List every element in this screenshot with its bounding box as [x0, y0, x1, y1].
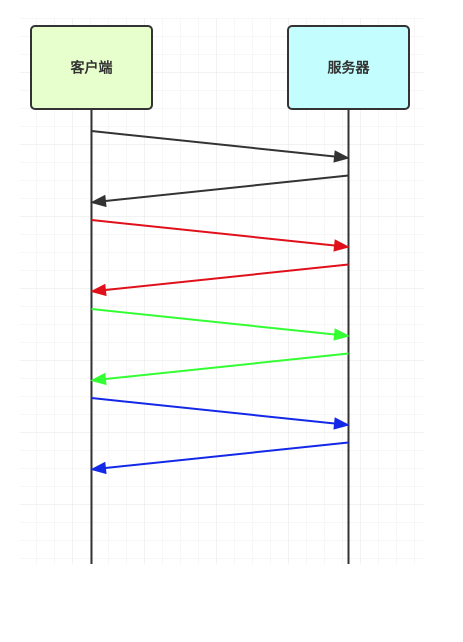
arrowhead-icon [90, 283, 107, 297]
arrowhead-icon [90, 461, 107, 475]
message-line [105, 441, 349, 470]
participant-server[interactable]: 服务器 [287, 25, 410, 110]
message-arrow [91, 308, 350, 341]
arrowhead-icon [333, 150, 350, 163]
message-line [105, 263, 349, 292]
message-arrow [90, 352, 349, 386]
message-arrow [90, 441, 349, 475]
message-arrow [91, 130, 350, 163]
message-line [91, 308, 335, 336]
message-line [91, 219, 335, 247]
message-arrow [91, 219, 350, 252]
participant-server-label: 服务器 [328, 60, 371, 77]
message-line [105, 352, 349, 381]
arrowhead-icon [333, 328, 350, 341]
participant-client[interactable]: 客户端 [30, 25, 153, 110]
arrowhead-icon [333, 417, 350, 430]
message-arrow [90, 174, 349, 208]
participant-client-box[interactable] [30, 25, 153, 110]
arrowhead-icon [90, 194, 107, 208]
message-line [91, 397, 335, 425]
arrowhead-icon [333, 239, 350, 252]
message-arrow [91, 397, 350, 430]
message-line [105, 174, 349, 203]
message-line [91, 130, 335, 158]
participant-server-box[interactable] [287, 25, 410, 110]
participant-client-label: 客户端 [70, 60, 113, 77]
messages [90, 130, 350, 475]
message-arrow [90, 263, 349, 297]
arrowhead-icon [90, 372, 107, 386]
